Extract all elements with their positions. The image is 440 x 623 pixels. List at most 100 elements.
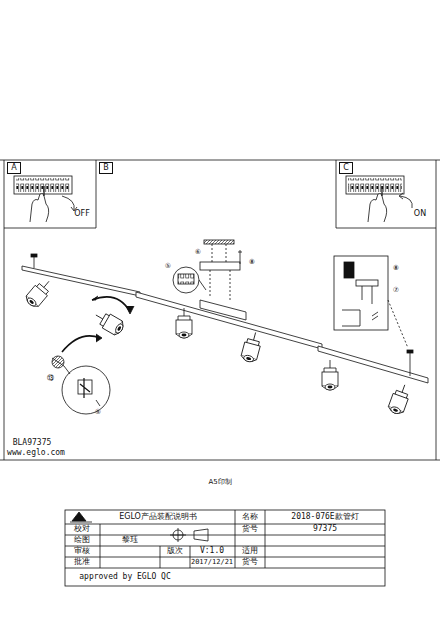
callout-number: ⑧	[249, 259, 255, 266]
drawing-stroke	[92, 297, 130, 312]
drawing-stroke	[199, 280, 206, 290]
drawing-stroke	[92, 296, 98, 300]
callout-number: ⑧	[393, 265, 399, 272]
drawing-stroke	[62, 196, 74, 210]
table-cell: 货号	[242, 558, 258, 566]
drawing-stroke	[368, 193, 387, 222]
drawing-stroke	[399, 193, 403, 199]
drawing-stroke	[336, 228, 436, 229]
callout-number: ⑥	[195, 249, 201, 256]
state-label: OFF	[74, 210, 90, 218]
panel-letter: A	[8, 163, 20, 173]
breaker-off	[14, 176, 77, 222]
drawing-stroke	[194, 529, 208, 541]
drawing-stroke	[344, 262, 354, 278]
panel-label-box: B	[99, 162, 113, 174]
drawing-stroke	[204, 240, 234, 244]
table-cell: 适用	[242, 547, 258, 555]
drawing-stroke	[235, 510, 236, 568]
drawing-stroke	[200, 262, 240, 270]
print-size-note: A5印制	[208, 479, 231, 486]
track-bar	[22, 254, 428, 383]
drawing-stroke	[387, 382, 412, 416]
drawing-stroke	[407, 350, 413, 353]
drawing-stroke	[265, 510, 266, 568]
drawing-stroke	[16, 178, 70, 192]
drawing-stroke	[0, 160, 440, 161]
drawing-stroke	[96, 160, 97, 228]
callout-number: ⑤	[165, 263, 171, 270]
table-cell: 校对	[74, 525, 90, 533]
drawing-stroke	[436, 160, 437, 460]
approval-note: approved by EGLO QC	[79, 573, 171, 581]
drawing-stroke	[372, 312, 378, 320]
panel-letter: C	[340, 163, 352, 173]
table-cell: 2018-076E款管灯	[291, 513, 358, 521]
table-cell: 批准	[74, 558, 90, 566]
drawing-stroke	[190, 546, 191, 568]
drawing-stroke	[210, 270, 230, 302]
drawing-stroke	[410, 352, 411, 376]
drawing-stroke	[356, 280, 378, 286]
table-cell: 审核	[74, 547, 90, 555]
drawing-stroke	[62, 336, 100, 352]
drawing-stroke	[136, 292, 322, 349]
drawing-stroke	[388, 300, 408, 348]
detail-inset-right	[334, 256, 408, 348]
sheet-frame	[0, 160, 440, 460]
drawing-stroke	[336, 160, 337, 228]
table-cell: 97375	[313, 525, 337, 533]
drawing-stroke	[96, 400, 100, 406]
drawing-stroke	[178, 274, 194, 284]
drawing-stroke	[322, 360, 338, 390]
table-cell: 名称	[242, 513, 258, 521]
drawing-stroke	[342, 310, 360, 326]
drawing-stroke	[96, 334, 102, 342]
drawing-stroke	[348, 178, 402, 192]
drawing-stroke	[176, 308, 192, 338]
drawing-stroke	[4, 160, 5, 460]
table-cell: 2017/12/21	[191, 559, 233, 566]
model-code: BLA97375	[13, 439, 52, 447]
drawing-stroke	[70, 522, 92, 523]
drawing-stroke	[126, 306, 134, 314]
drawing-stroke	[24, 276, 56, 309]
drawing-stroke	[65, 546, 385, 547]
drawing-stroke	[238, 250, 242, 264]
rotate-arrows	[62, 296, 134, 352]
state-label: ON	[414, 210, 426, 218]
panel-letter: B	[100, 163, 112, 173]
drawing-stroke	[381, 186, 382, 196]
table-cell: 版次	[167, 547, 183, 555]
callout-number: ⑤	[95, 409, 101, 416]
drawing-stroke	[14, 176, 72, 194]
panel-label-box: A	[7, 162, 21, 174]
title-block	[65, 510, 385, 586]
table-cell: 货号	[242, 525, 258, 533]
drawing-stroke	[31, 254, 37, 257]
panel-label-box: C	[339, 162, 353, 174]
drawing-stroke	[334, 256, 388, 330]
drawing-stroke	[240, 330, 263, 363]
drawing-stroke	[65, 568, 385, 569]
drawing-stroke	[160, 546, 161, 568]
drawing-stroke	[178, 528, 179, 542]
ceiling-mount-detail	[173, 240, 242, 302]
drawing-stroke	[200, 300, 246, 320]
drawing-stroke	[362, 286, 372, 304]
sheet-title: EGLO产品装配说明书	[119, 513, 197, 521]
table-cell: 黎珏	[122, 536, 138, 544]
breaker-on	[346, 176, 412, 222]
drawing-stroke	[30, 193, 49, 222]
drawing-stroke	[65, 535, 385, 536]
table-cell: 绘图	[74, 536, 90, 544]
drawing-stroke	[65, 510, 385, 586]
detail-circle-left	[52, 356, 110, 414]
drawing-stroke	[92, 308, 126, 337]
callout-number: ⑬	[47, 375, 54, 382]
drawing-stroke	[43, 186, 44, 196]
callout-number: ⑦	[393, 287, 399, 294]
drawing-stroke	[0, 460, 440, 461]
drawing-stroke	[346, 176, 404, 194]
